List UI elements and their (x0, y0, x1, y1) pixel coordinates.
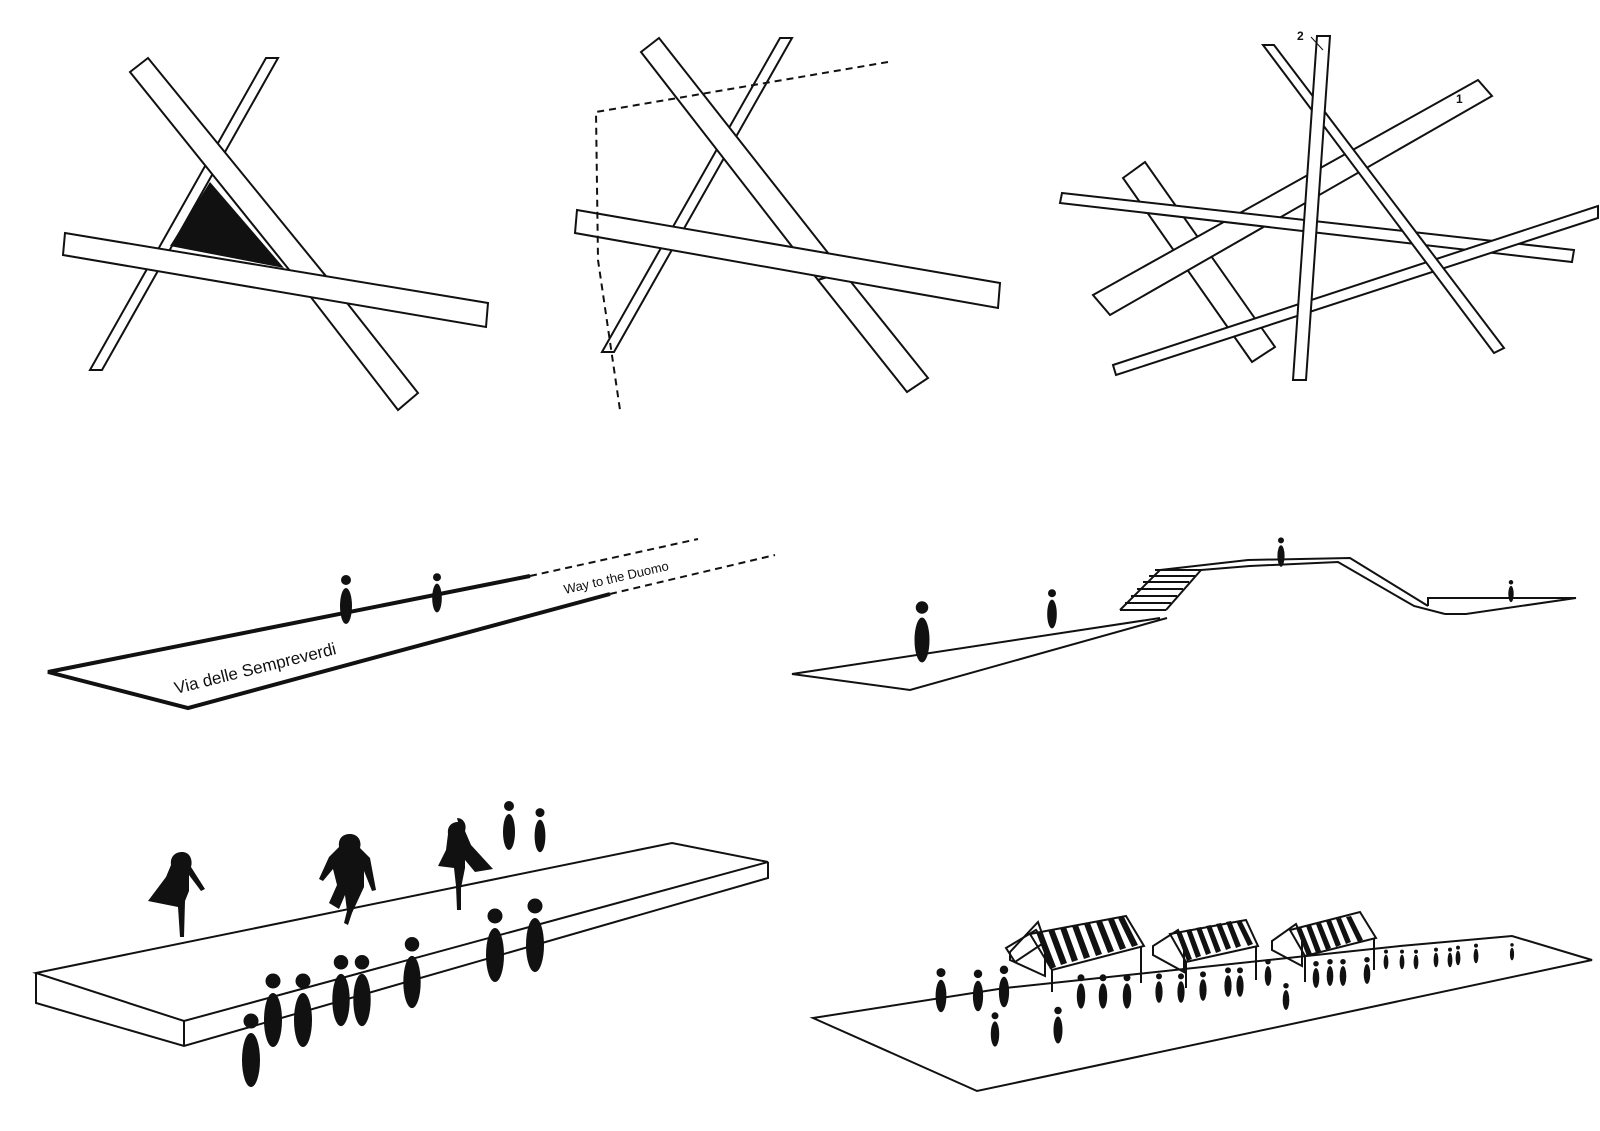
person-figure (1363, 956, 1371, 984)
person-figure (990, 1012, 1000, 1047)
person-figure (353, 955, 371, 1027)
person-figure (998, 965, 1010, 1008)
market-stall (1004, 914, 1146, 992)
person-figure (1177, 973, 1185, 1003)
diagram-crowd-slab (32, 801, 769, 1087)
person-figure (914, 601, 930, 663)
person-figure (1236, 967, 1244, 997)
road-number-1: 1 (1456, 92, 1463, 106)
person-figure (1447, 947, 1453, 968)
diagram-market-street (809, 910, 1593, 1093)
duomo-dashed-lower (609, 554, 776, 595)
person-figure (332, 955, 350, 1027)
person-figure (1264, 958, 1272, 986)
slab-side (35, 862, 769, 1048)
person-figure (1473, 943, 1479, 964)
person-figure (534, 808, 546, 853)
diagram-roads-with-dashed-route (573, 36, 1002, 411)
person-figure (972, 969, 984, 1012)
person-silhouette (319, 834, 376, 925)
person-figure (1047, 589, 1057, 629)
person-silhouette (438, 818, 493, 910)
road-band (573, 208, 1002, 310)
elevated-walkway (1159, 556, 1429, 607)
person-figure (1199, 971, 1207, 1001)
person-figure (1383, 949, 1389, 970)
person-figure (294, 973, 312, 1047)
road-band (1291, 35, 1332, 381)
person-figure (1277, 537, 1285, 567)
person-figure (264, 973, 282, 1047)
slab-top (32, 841, 769, 1023)
person-figure (935, 968, 947, 1013)
person-figure (1509, 943, 1515, 961)
lower-platform (1427, 597, 1577, 615)
person-figure (503, 801, 515, 850)
elevated-walkway (1200, 560, 1446, 615)
person-figure (1312, 960, 1320, 988)
person-figure (242, 1013, 260, 1087)
person-figure (1076, 974, 1086, 1009)
market-stall (1271, 910, 1378, 982)
person-figure (1326, 958, 1334, 986)
person-figure (1399, 949, 1405, 970)
diagram-stairs-walkway (791, 537, 1577, 692)
diagram-road-network: 1 2 (1058, 29, 1599, 381)
person-figure (1155, 973, 1163, 1003)
person-figure (1053, 1006, 1063, 1044)
road-number-2: 2 (1297, 29, 1304, 43)
road-band (61, 231, 490, 329)
diagram-roads-with-plaza (61, 56, 490, 412)
person-figure (1224, 967, 1232, 997)
person-figure (1339, 958, 1347, 986)
person-silhouette (148, 852, 205, 937)
plaza-triangle (170, 182, 284, 268)
duomo-label: Way to the Duomo (562, 558, 670, 597)
market-stall (1152, 918, 1260, 988)
person-figure (1098, 974, 1108, 1009)
person-figure (526, 898, 544, 972)
duomo-dashed-upper (529, 538, 699, 577)
person-figure (1282, 982, 1290, 1010)
ground-plane (791, 617, 1168, 692)
person-figure (340, 575, 352, 624)
leader-line (1310, 36, 1324, 51)
person-figure (486, 908, 504, 982)
person-figure (403, 937, 421, 1009)
dashed-route (594, 61, 889, 411)
street-outline (47, 574, 611, 711)
person-figure (1413, 949, 1419, 970)
person-figure (1508, 580, 1514, 603)
person-figure (1455, 945, 1461, 966)
person-figure (1122, 974, 1132, 1009)
person-figure (1433, 947, 1439, 968)
diagram-street-perspective: Via delle Sempreverdi Way to the Duomo (47, 538, 776, 711)
stair-side (1165, 569, 1202, 611)
person-figure (432, 573, 442, 613)
